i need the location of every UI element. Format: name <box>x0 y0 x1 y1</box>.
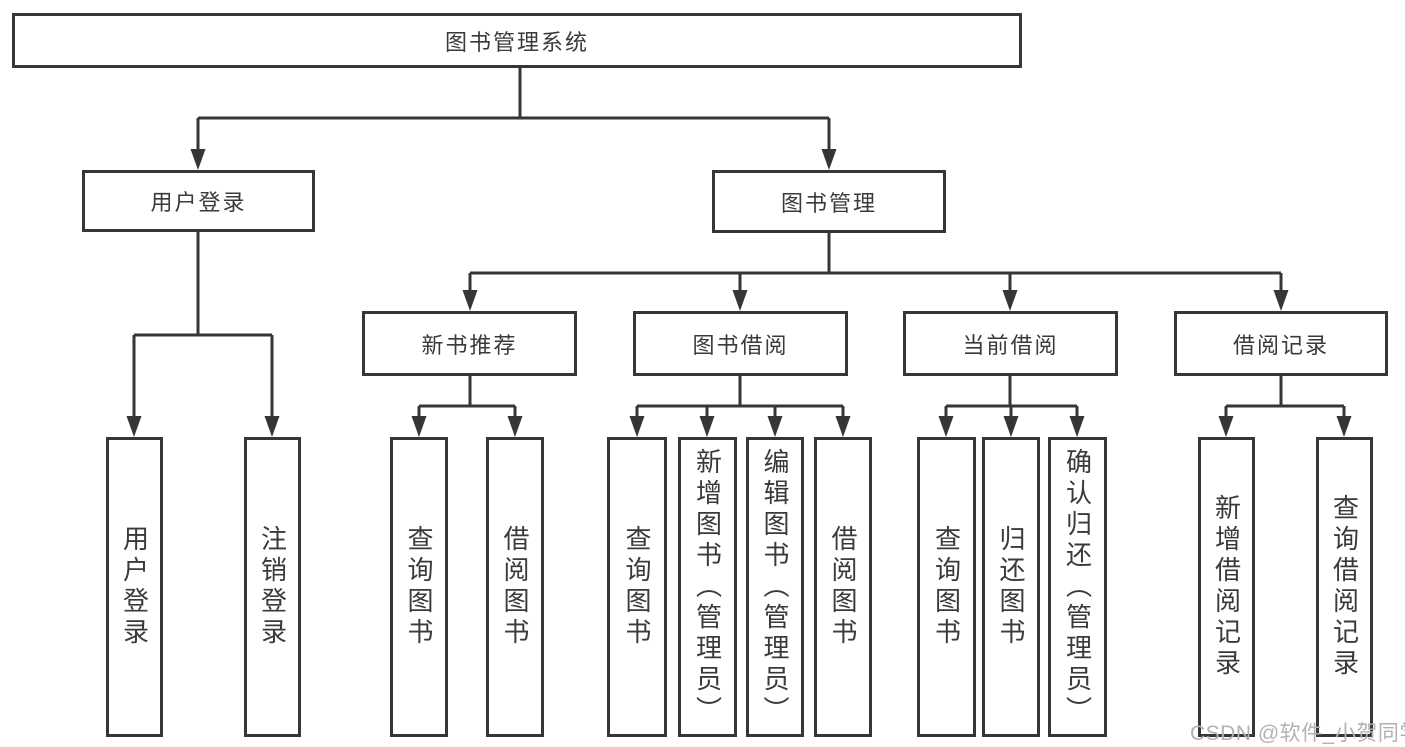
leaf-return-books-label: 归还图书 <box>996 525 1026 649</box>
arrowheads <box>126 149 1352 437</box>
leaf-add-books-admin-label: 新增图书（管理员） <box>692 447 723 727</box>
leaf-logout-label: 注销登录 <box>257 525 288 649</box>
leaf-borrow-books-borrowing-label: 借阅图书 <box>828 525 858 649</box>
leaf-edit-books-admin: 编辑图书（管理员） <box>746 437 804 737</box>
leaf-return-books: 归还图书 <box>982 437 1040 737</box>
leaf-logout: 注销登录 <box>244 437 301 737</box>
leaf-query-books-current: 查询图书 <box>917 437 976 737</box>
node-user-login: 用户登录 <box>82 170 315 232</box>
leaf-user-login-label: 用户登录 <box>119 525 150 649</box>
node-user-login-label: 用户登录 <box>150 190 247 215</box>
leaf-add-borrow-record: 新增借阅记录 <box>1198 437 1255 737</box>
leaf-query-borrow-record: 查询借阅记录 <box>1316 437 1373 737</box>
csdn-watermark: CSDN @软件_小贺同学 <box>1190 722 1405 745</box>
leaf-borrow-books-borrowing: 借阅图书 <box>814 437 872 737</box>
node-book-management-label: 图书管理 <box>780 190 877 216</box>
node-book-borrowing: 图书借阅 <box>633 311 848 376</box>
leaf-borrow-books-recommend: 借阅图书 <box>486 437 544 737</box>
node-new-book-recommend-label: 新书推荐 <box>421 332 518 358</box>
leaf-user-login: 用户登录 <box>106 437 163 737</box>
leaf-query-books-recommend: 查询图书 <box>390 437 448 737</box>
node-borrowing-records-label: 借阅记录 <box>1232 332 1329 358</box>
node-book-borrowing-label: 图书借阅 <box>692 332 789 358</box>
node-current-borrowing-label: 当前借阅 <box>962 332 1059 358</box>
node-new-book-recommend: 新书推荐 <box>362 311 577 376</box>
node-root: 图书管理系统 <box>12 13 1022 68</box>
leaf-confirm-return-admin-label: 确认归还（管理员） <box>1062 447 1093 727</box>
leaf-borrow-books-recommend-label: 借阅图书 <box>500 525 530 649</box>
leaf-edit-books-admin-label: 编辑图书（管理员） <box>760 447 790 727</box>
leaf-query-borrow-record-label: 查询借阅记录 <box>1329 494 1360 680</box>
leaf-query-books-current-label: 查询图书 <box>931 525 962 649</box>
leaf-confirm-return-admin: 确认归还（管理员） <box>1048 437 1107 737</box>
leaf-add-borrow-record-label: 新增借阅记录 <box>1211 494 1242 680</box>
node-book-management: 图书管理 <box>712 170 946 233</box>
leaf-query-books-borrowing-label: 查询图书 <box>622 525 652 649</box>
node-borrowing-records: 借阅记录 <box>1174 311 1388 376</box>
node-current-borrowing: 当前借阅 <box>903 311 1118 376</box>
leaf-add-books-admin: 新增图书（管理员） <box>678 437 737 737</box>
leaf-query-books-borrowing: 查询图书 <box>607 437 667 737</box>
leaf-query-books-recommend-label: 查询图书 <box>404 525 434 649</box>
node-root-label: 图书管理系统 <box>444 29 589 55</box>
